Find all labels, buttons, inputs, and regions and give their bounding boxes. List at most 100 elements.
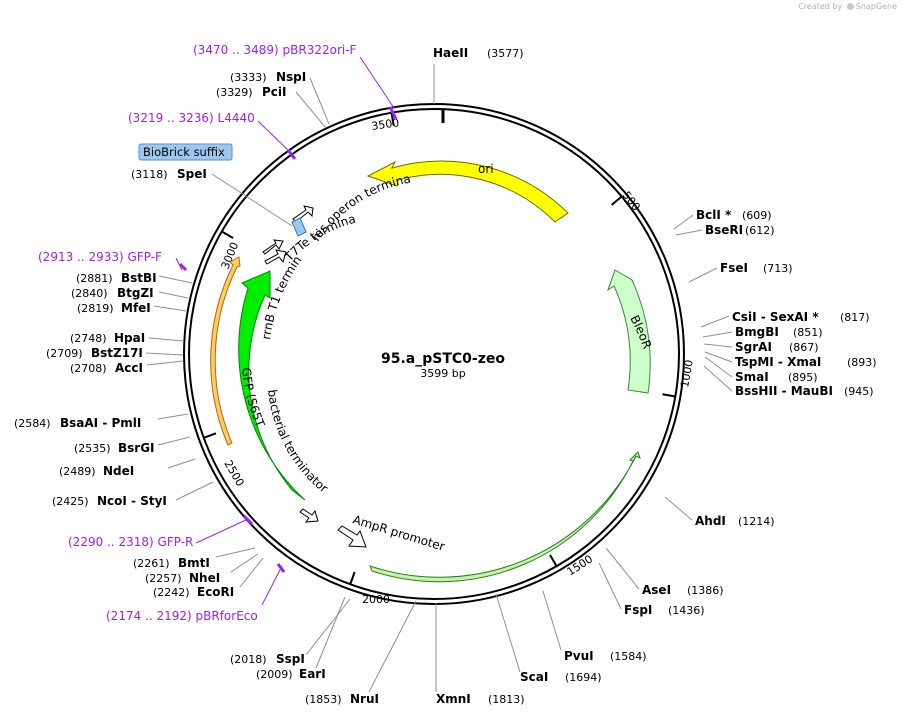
enzyme-position: (2709) <box>46 347 83 360</box>
enzyme-leader <box>542 590 562 651</box>
enzyme-pcii: PciI(3329) <box>216 85 287 99</box>
enzyme-bseri: BseRI(612) <box>705 223 775 237</box>
primer-site <box>276 563 286 573</box>
snapgene-credit: Created by SnapGene <box>798 2 897 11</box>
enzyme-leader <box>704 356 733 378</box>
enzyme-nhei: NheI(2257) <box>145 571 220 585</box>
tick-mark <box>221 230 234 239</box>
enzyme-position: (1584) <box>610 650 647 663</box>
primer-leader <box>175 257 183 271</box>
enzyme-bsaai-pmli: BsaAI - PmlI(2584) <box>14 416 141 430</box>
primer-leader <box>195 519 247 544</box>
feature-ori <box>366 160 569 223</box>
enzyme-position: (612) <box>745 224 775 237</box>
primer-label-l4440: (3219 .. 3236) L4440 <box>128 111 255 125</box>
feature-label-ori: ori <box>478 162 494 176</box>
feature-label-ampr-promoter: AmpR promoter <box>351 512 446 553</box>
enzyme-ahdi: AhdI(1214) <box>695 514 775 528</box>
enzyme-name: FspI <box>624 603 652 617</box>
enzyme-position: (1813) <box>488 693 525 706</box>
enzyme-leader <box>148 337 185 342</box>
tick-mark <box>203 432 217 439</box>
primer-label-pbr322ori-f: (3470 .. 3489) pBR322ori-F <box>193 43 357 57</box>
enzyme-nrui: NruI(1853) <box>305 692 379 706</box>
enzyme-haeii: HaeII(3577) <box>433 46 524 60</box>
enzyme-position: (895) <box>788 371 818 384</box>
features <box>210 160 651 583</box>
tick-mark <box>611 195 623 206</box>
plasmid-size: 3599 bp <box>420 367 465 380</box>
tick-label: 1000 <box>678 359 696 389</box>
enzyme-position: (2257) <box>145 572 182 585</box>
enzyme-position: (713) <box>763 262 793 275</box>
enzyme-position: (3577) <box>487 47 524 60</box>
enzyme-name: SspI <box>276 652 305 666</box>
enzyme-name: BmtI <box>178 556 210 570</box>
enzyme-name: BseRI <box>705 223 743 237</box>
enzyme-name: FseI <box>720 261 748 275</box>
biobrick-suffix-text: BioBrick suffix <box>143 145 225 159</box>
enzyme-leader <box>495 593 521 673</box>
enzyme-position: (2489) <box>59 465 96 478</box>
tick-label: 2000 <box>362 593 390 606</box>
snapgene-logo-icon <box>846 3 854 10</box>
enzyme-name: NcoI - StyI <box>97 494 167 508</box>
enzyme-name: ScaI <box>520 670 548 684</box>
enzyme-bstbi: BstBI (2881) <box>76 271 157 285</box>
primer-leader <box>359 56 395 109</box>
primer-label-gfp-r: (2290 .. 2318) GFP-R <box>68 535 193 549</box>
feature-rrnb-t1-terminator <box>264 249 287 265</box>
enzyme-tspmi-xmai: TspMI - XmaI(893) <box>735 355 877 369</box>
primer-site <box>286 149 297 160</box>
enzyme-position: (2881) <box>76 272 113 285</box>
enzyme-name: TspMI - XmaI <box>735 355 821 369</box>
enzyme-position: (2840) <box>71 287 108 300</box>
enzyme-bmgbi: BmgBI(851) <box>735 325 823 339</box>
enzyme-bmti: BmtI(2261) <box>133 556 210 570</box>
enzyme-name: HpaI <box>114 331 145 345</box>
tick-label: 2500 <box>221 458 246 489</box>
enzyme-leader <box>598 562 622 610</box>
enzyme-name: AhdI <box>695 514 726 528</box>
feature-biobrick-suffix <box>291 217 307 237</box>
enzyme-position: (3329) <box>216 86 253 99</box>
enzyme-name: NspI <box>276 70 306 84</box>
enzyme-name: SmaI <box>735 370 769 384</box>
label-leaders <box>145 56 733 693</box>
feature-bacterial-terminator <box>299 508 319 523</box>
feature-ampr <box>369 451 641 583</box>
enzyme-name: SpeI <box>177 167 207 181</box>
tick-label: 3500 <box>371 116 401 133</box>
enzyme-name: EarI <box>299 667 326 681</box>
enzyme-position: (609) <box>742 209 772 222</box>
enzyme-spei: SpeI (3118) <box>131 167 207 181</box>
enzyme-leader <box>153 305 187 312</box>
enzyme-name: AseI <box>642 583 671 597</box>
enzyme-bcli: BclI *(609) <box>696 208 772 222</box>
enzyme-leader <box>145 352 184 356</box>
enzyme-name: BstBI <box>121 271 157 285</box>
feature-t7te-terminator <box>262 239 284 255</box>
feature-label-bacterial-terminator: bacterial terminator <box>265 389 331 496</box>
enzyme-ncoi-styi: NcoI - StyI(2425) <box>52 494 167 508</box>
feature-gfp-s65t <box>238 270 306 501</box>
enzyme-name: EcoRI <box>197 585 234 599</box>
biobrick-suffix-label: BioBrick suffix <box>138 143 233 161</box>
enzyme-name: SgrAI <box>735 340 772 354</box>
enzyme-name: BtgZI <box>117 286 154 300</box>
enzyme-bsrgi: BsrGI(2535) <box>74 441 155 455</box>
enzyme-ecori: EcoRI(2242) <box>153 585 234 599</box>
credit-prefix: Created by <box>798 2 843 11</box>
enzyme-smai: SmaI (895) <box>735 370 818 384</box>
enzyme-leader <box>703 365 733 392</box>
enzyme-name: XmnI <box>436 692 471 706</box>
enzyme-name: BstZ17I <box>91 346 143 360</box>
enzyme-position: (3333) <box>230 71 267 84</box>
enzyme-sgrai: SgrAI(867) <box>735 340 819 354</box>
enzyme-leader <box>664 496 693 521</box>
enzyme-position: (1853) <box>305 693 342 706</box>
enzyme-leader <box>146 360 184 366</box>
enzyme-leader <box>605 547 640 590</box>
enzyme-position: (3118) <box>131 168 168 181</box>
enzyme-bstz17i: BstZ17I (2709) <box>46 346 143 360</box>
